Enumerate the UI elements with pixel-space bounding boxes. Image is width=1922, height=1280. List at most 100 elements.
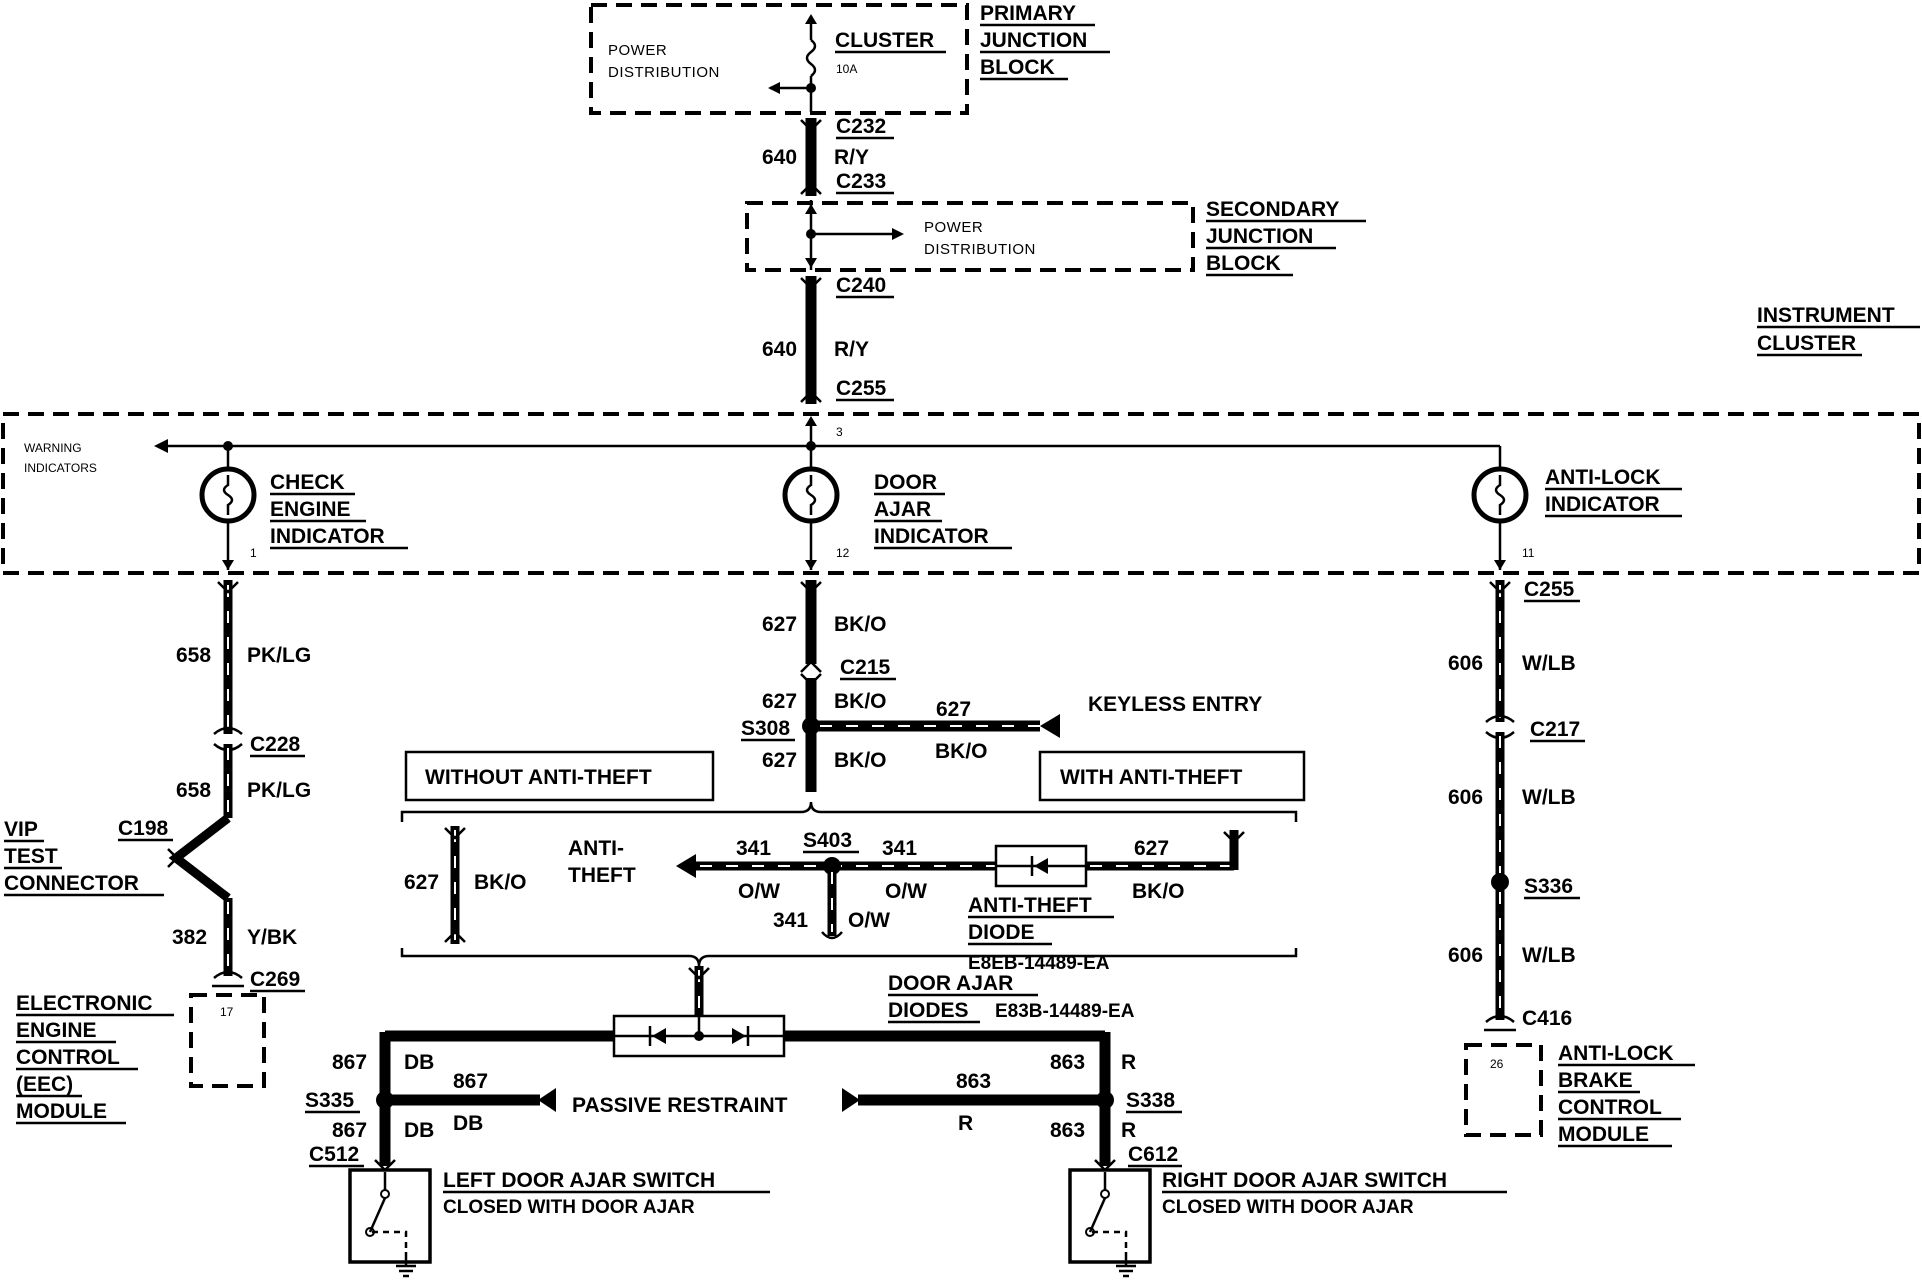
check-engine-indicator-label: ENGINE xyxy=(270,498,351,521)
door-ajar-diodes-label: DIODES xyxy=(888,999,969,1022)
connector-c232: C232 xyxy=(836,115,886,138)
abs-module-label: MODULE xyxy=(1558,1123,1649,1146)
door-ajar-bulb-icon xyxy=(782,466,840,524)
wire-658 xyxy=(213,580,243,818)
check-engine-indicator-label: CHECK xyxy=(270,471,345,494)
wire-867-passive xyxy=(385,1088,556,1112)
vip-test-connector-label: CONNECTOR xyxy=(4,872,139,895)
circuit-number: 658 xyxy=(176,644,211,667)
left-switch-label: LEFT DOOR AJAR SWITCH xyxy=(443,1169,715,1192)
secondary-junction-block-label: JUNCTION xyxy=(1206,225,1313,248)
wire-color: DB xyxy=(453,1112,483,1135)
circuit-number: 627 xyxy=(762,690,797,713)
wire-640-lower xyxy=(800,276,822,404)
anti-theft-diode-icon xyxy=(994,844,1088,888)
with-anti-theft-label: WITH ANTI-THEFT xyxy=(1060,766,1243,789)
passive-restraint-label: PASSIVE RESTRAINT xyxy=(572,1094,788,1117)
wire-606 xyxy=(1484,580,1516,1032)
eec-module-label: ENGINE xyxy=(16,1019,97,1042)
wire-color: R/Y xyxy=(834,146,869,169)
secondary-junction-block-label: BLOCK xyxy=(1206,252,1281,275)
splice-s403: S403 xyxy=(803,829,852,852)
wire-color: BK/O xyxy=(474,871,527,894)
warning-indicators-label: WARNING xyxy=(24,441,82,455)
power-distribution-label: POWER xyxy=(608,42,667,59)
eec-module: 17 xyxy=(189,993,266,1088)
fuse-rating: 10A xyxy=(836,62,857,76)
wire-color: O/W xyxy=(885,880,927,903)
anti-theft-diode-label: ANTI-THEFT xyxy=(968,894,1092,917)
primary-junction-block: POWER DISTRIBUTION CLUSTER 10A xyxy=(589,3,969,115)
wire-627-keyless xyxy=(811,714,1060,738)
primary-junction-block-label: JUNCTION xyxy=(980,29,1087,52)
abs-module-label: BRAKE xyxy=(1558,1069,1633,1092)
pin-number: 1 xyxy=(250,546,257,560)
anti-lock-indicator-label: ANTI-LOCK xyxy=(1545,466,1660,489)
instrument-cluster: 3 WARNING INDICATORS 1 12 1 xyxy=(1,412,1921,575)
anti-theft-label: ANTI- xyxy=(568,837,624,860)
wire-color: BK/O xyxy=(1132,880,1185,903)
connector-c198: C198 xyxy=(118,817,169,840)
vip-test-connector-label: TEST xyxy=(4,845,58,868)
circuit-number: 627 xyxy=(762,749,797,772)
wire-627-upper xyxy=(800,580,822,792)
door-ajar-diodes-icon xyxy=(379,1014,1111,1166)
power-distribution-label: DISTRIBUTION xyxy=(608,64,720,81)
wire-color: R xyxy=(958,1112,973,1135)
connector-c512: C512 xyxy=(309,1143,359,1166)
wire-color: W/LB xyxy=(1522,786,1576,809)
circuit-number: 640 xyxy=(762,338,797,361)
instrument-cluster-label: INSTRUMENT xyxy=(1757,304,1895,327)
wire-863-passive xyxy=(842,1088,1105,1112)
primary-junction-block-label: PRIMARY xyxy=(980,2,1076,25)
pin-number: 17 xyxy=(220,1005,234,1019)
wire-color: BK/O xyxy=(834,690,887,713)
eec-module-label: MODULE xyxy=(16,1100,107,1123)
wire-color: DB xyxy=(404,1119,434,1142)
connector-c233: C233 xyxy=(836,170,886,193)
door-ajar-indicator-label: DOOR xyxy=(874,471,937,494)
wire-color: Y/BK xyxy=(247,926,297,949)
wire-color: BK/O xyxy=(935,740,988,763)
anti-lock-bulb-icon xyxy=(1471,466,1529,524)
circuit-number: 627 xyxy=(762,613,797,636)
wire-341 xyxy=(676,854,996,940)
wire-627-without xyxy=(444,826,466,944)
connector-c416: C416 xyxy=(1522,1007,1572,1030)
vip-test-connector-icon xyxy=(167,814,231,902)
anti-theft-label: THEFT xyxy=(568,864,636,887)
wire-color: R xyxy=(1121,1119,1136,1142)
vip-test-connector-label: VIP xyxy=(4,818,38,841)
circuit-number: 867 xyxy=(332,1051,367,1074)
left-door-ajar-switch-icon xyxy=(348,1168,432,1278)
connector-c269: C269 xyxy=(250,968,300,991)
anti-theft-diode-label: DIODE xyxy=(968,921,1035,944)
circuit-number: 341 xyxy=(736,837,771,860)
check-engine-indicator-label: INDICATOR xyxy=(270,525,385,548)
wire-color: R xyxy=(1121,1051,1136,1074)
door-ajar-indicator-label: AJAR xyxy=(874,498,931,521)
check-engine-bulb-icon xyxy=(199,466,257,524)
circuit-number: 341 xyxy=(773,909,808,932)
connector-c612: C612 xyxy=(1128,1143,1178,1166)
circuit-number: 863 xyxy=(1050,1119,1085,1142)
warning-indicators-label: INDICATORS xyxy=(24,461,97,475)
wire-color: W/LB xyxy=(1522,652,1576,675)
left-switch-note: CLOSED WITH DOOR AJAR xyxy=(443,1197,695,1218)
wire-color: DB xyxy=(404,1051,434,1074)
circuit-number: 606 xyxy=(1448,786,1483,809)
wire-color: PK/LG xyxy=(247,779,311,802)
primary-junction-block-label: BLOCK xyxy=(980,56,1055,79)
wire-627-with xyxy=(1086,830,1245,871)
circuit-number: 606 xyxy=(1448,944,1483,967)
splice-s336: S336 xyxy=(1524,875,1573,898)
right-switch-note: CLOSED WITH DOOR AJAR xyxy=(1162,1197,1414,1218)
secondary-junction-block-label: SECONDARY xyxy=(1206,198,1339,221)
door-ajar-diodes-label: DOOR AJAR xyxy=(888,972,1013,995)
door-ajar-diodes-part: E83B-14489-EA xyxy=(995,1001,1135,1022)
connector-c215: C215 xyxy=(840,656,891,679)
abs-module: 26 xyxy=(1464,1043,1543,1137)
eec-module-label: CONTROL xyxy=(16,1046,120,1069)
circuit-number: 627 xyxy=(1134,837,1169,860)
